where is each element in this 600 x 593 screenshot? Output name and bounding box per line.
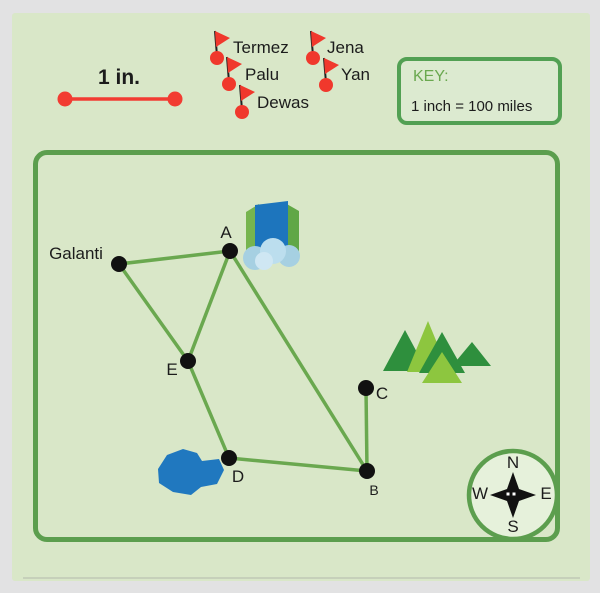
map-frame <box>33 150 560 542</box>
compass-label-south: S <box>507 517 519 536</box>
flag-label-palu: Palu <box>245 65 280 84</box>
key-box: KEY: 1 inch = 100 miles <box>397 57 562 125</box>
compass-label-east: E <box>540 484 552 503</box>
point-label-e: E <box>166 360 178 379</box>
point-label-galanti: Galanti <box>49 244 103 263</box>
compass-label-west: W <box>471 484 489 503</box>
point-label-a: A <box>220 223 232 242</box>
flag-label-yan: Yan <box>341 65 370 84</box>
point-label-b: B <box>369 482 379 498</box>
flag-label-termez: Termez <box>233 38 289 57</box>
flag-label-jena: Jena <box>327 38 364 57</box>
key-title: KEY: <box>413 68 449 85</box>
footer-divider <box>23 577 580 579</box>
flag-label-dewas: Dewas <box>257 93 309 112</box>
point-label-c: C <box>375 384 389 403</box>
scale-bar-label: 1 in. <box>97 66 141 89</box>
point-label-d: D <box>231 467 245 486</box>
key-entry: 1 inch = 100 miles <box>411 98 533 115</box>
compass-label-north: N <box>506 453 520 472</box>
